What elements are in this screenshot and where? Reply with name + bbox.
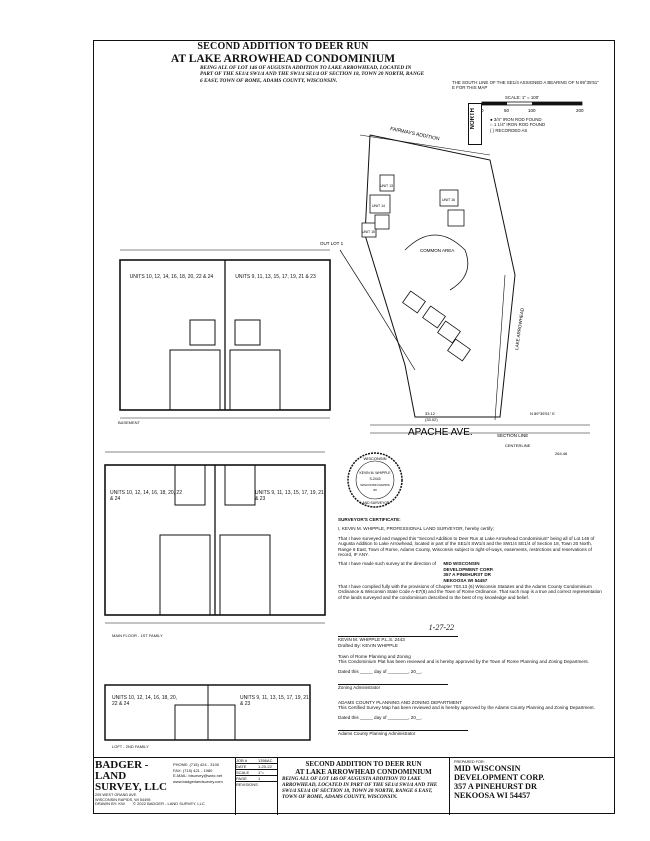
county-text: This Certified Survey Map has been revie… <box>338 705 595 711</box>
unit-16-label: UNIT 16 <box>442 198 455 202</box>
loft-label: LOFT - 2ND FAMILY <box>112 744 149 749</box>
seal-line-5: WI <box>373 488 377 492</box>
common-area-label: COMMON AREA <box>420 248 454 253</box>
town-dated-line: Dated this _____ day of ________, 20__. <box>338 668 423 674</box>
certificate-p4: That I have complied fully with the prov… <box>338 584 602 600</box>
upper-floor-plan: UNITS 10, 12, 14, 16, 18, 20, 22 & 24 UN… <box>119 249 331 419</box>
main-units-left: UNITS 10, 12, 14, 16, 18, 20, 22 & 24 <box>110 490 182 502</box>
basement-label: BASEMENT <box>118 420 141 425</box>
town-sign-label: Zoning Administrator <box>338 684 448 690</box>
signer-name: KEVIN M. WHIPPLE P.L.S. 2443 <box>338 637 405 642</box>
dim-label-4: 264.46 <box>555 451 568 456</box>
dim-label-2: (33.02) <box>425 417 438 422</box>
seal-line-3: S-2443 <box>370 477 381 481</box>
scale-label: SCALE: 1" = 100' <box>505 95 540 100</box>
seal-line-6: LAND SURVEYOR <box>361 501 391 505</box>
sheet-border <box>93 40 615 814</box>
surveyor-seal: WISCONSIN KEVIN M. WHIPPLE S-2443 WISCON… <box>347 452 403 508</box>
drawn-by: DRAWN BY: KW <box>95 801 125 806</box>
north-arrow-box: NORTH <box>468 103 482 145</box>
prepared-for: PREPARED FOR: MID WISCONSIN DEVELOPMENT … <box>449 758 615 815</box>
surveyor-certificate: SURVEYOR'S CERTIFICATE: I, KEVIN M. WHIP… <box>338 517 603 604</box>
scale-bar: 0 50 100 200 <box>481 101 584 113</box>
unit-14-label: UNIT 14 <box>372 204 385 208</box>
page-title-line2: AT LAKE ARROWHEAD CONDOMINIUM <box>170 53 396 65</box>
circle-icon: ○ <box>490 122 494 128</box>
legend-item-recorded: ( ) RECORDED AS <box>490 127 528 133</box>
legend-item-114-rod: ○ 1 1/4" IRON ROD FOUND <box>490 122 546 128</box>
scale-tick-0: 0 <box>481 108 484 113</box>
main-units-right: UNITS 9, 11, 13, 15, 17, 19, 21 & 23 <box>255 490 324 502</box>
seal-line-2: KEVIN M. WHIPPLE <box>359 471 391 475</box>
fairways-label: FAIRWAYS ADDITION <box>390 126 441 142</box>
drafted-by: Drafted By: KEVIN WHIPPLE <box>338 643 398 648</box>
scale-tick-100: 100 <box>528 108 536 113</box>
copyright: © 2022 BADGER - LAND SURVEY, LLC <box>133 801 205 806</box>
scale-tick-50: 50 <box>504 108 510 113</box>
upper-units-right: UNITS 9, 11, 13, 15, 17, 19, 21 & 23 <box>235 274 316 280</box>
certificate-p1: I, KEVIN M. WHIPPLE, PROFESSIONAL LAND S… <box>338 526 494 532</box>
certificate-heading: SURVEYOR'S CERTIFICATE: <box>338 517 401 522</box>
dot-icon: ● <box>490 117 494 122</box>
county-dated-line: Dated this _____ day of ________, 20__. <box>338 714 423 720</box>
road-label: LAKE ARROWHEAD <box>514 307 525 350</box>
county-heading: ADAMS COUNTY PLANNING AND ZONING DEPARTM… <box>338 700 463 705</box>
loft-units-left: UNITS 10, 12, 14, 16, 18, 20, 22 & 24 <box>112 695 178 707</box>
main-floor-plan: UNITS 10, 12, 14, 16, 18, 20, 22 & 24 UN… <box>104 451 326 624</box>
loft-units-right: UNITS 9, 11, 13, 15, 17, 19, 21 & 23 <box>240 695 309 707</box>
scale-tick-200: 200 <box>576 108 584 113</box>
county-approval: ADAMS COUNTY PLANNING AND ZONING DEPARTM… <box>338 700 603 737</box>
site-plan: FAIRWAYS ADDITION COMMON AREA OUT LOT 1 … <box>320 126 590 456</box>
company-logo: BADGER - LAND SURVEY, LLC 205 WEST GRAND… <box>95 759 167 802</box>
center-title: SECOND ADDITION TO DEER RUN AT LAKE ARRO… <box>277 758 449 815</box>
section-line-label: SECTION LINE <box>497 433 528 438</box>
legend-items: ● 3/4" IRON ROD FOUND ○ 1 1/4" IRON ROD … <box>490 117 590 133</box>
centerline-label: CENTERLINE <box>505 443 531 448</box>
title-block: BADGER - LAND SURVEY, LLC 205 WEST GRAND… <box>93 757 615 815</box>
page-subtitle: BEING ALL OF LOT 146 OF AUGUSTA ADDITION… <box>200 65 425 84</box>
town-approval: Town of Rome Planning and Zoning This Co… <box>338 654 603 691</box>
certificate-p3: That I have made such survey at the dire… <box>338 561 437 567</box>
outlot-label: OUT LOT 1 <box>320 241 344 246</box>
town-text: This Condominium Plat has been reviewed … <box>338 659 589 665</box>
main-floor-label: MAIN FLOOR - 1ST FAMILY <box>112 633 163 638</box>
company-contact: PHONE: (715) 424 - 3100 FAX: (715) 421 -… <box>173 762 223 784</box>
page-title-line1: SECOND ADDITION TO DEER RUN <box>197 41 369 52</box>
bearing-note: THE SOUTH LINE OF THE SE1/4 ASSIGNED A B… <box>452 80 599 91</box>
certificate-client: MID WISCONSIN DEVELOPMENT CORP. 357 A PI… <box>443 561 494 583</box>
dim-label-3: N 89°35'51" E <box>530 411 555 416</box>
signature-date: 1-27-22 <box>428 623 454 632</box>
street-label: APACHE AVE. <box>408 427 473 438</box>
loft-plan: UNITS 10, 12, 14, 16, 18, 20, 22 & 24 UN… <box>104 684 311 741</box>
town-heading: Town of Rome Planning and Zoning <box>338 654 411 659</box>
seal-line-1: WISCONSIN <box>363 456 386 461</box>
certificate-p2: That I have surveyed and mapped this "Se… <box>338 535 595 558</box>
upper-units-left: UNITS 10, 12, 14, 16, 18, 20, 22 & 24 <box>129 274 214 280</box>
dim-label-1: 33.12 <box>425 411 436 416</box>
unit-15-label: UNIT 15 <box>362 230 375 234</box>
signature-line: 1-27-22 <box>338 622 458 637</box>
seal-line-4: WISCONSIN RAPIDS <box>360 483 389 487</box>
county-sign-label: Adams County Planning Administrator <box>338 730 468 736</box>
unit-13-label: UNIT 13 <box>380 184 393 188</box>
legend-item-34-rod: ● 3/4" IRON ROD FOUND <box>490 117 542 122</box>
